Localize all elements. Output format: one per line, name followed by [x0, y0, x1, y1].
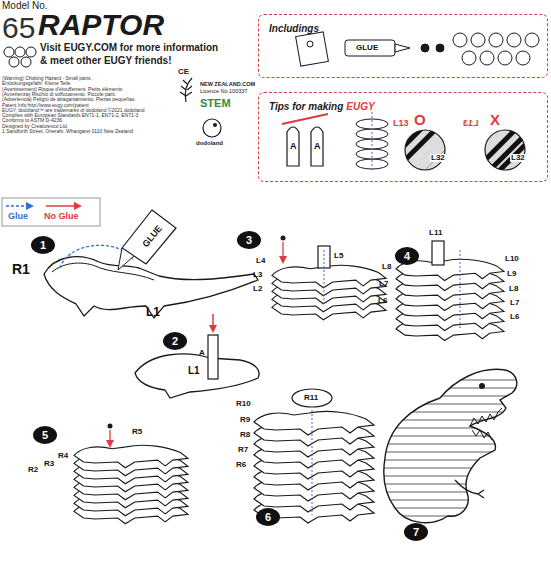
warning-text: Erstickungsgefahr: Kleine Teile: [2, 81, 70, 86]
warning-text: Conforms to ASTM D-4236: [2, 118, 62, 123]
model-text: Model No.: [2, 1, 48, 11]
dashed-panel: Includings: [258, 14, 548, 78]
part-name: R6: [236, 461, 246, 469]
part-name: L7: [510, 299, 519, 307]
part-name: L5: [334, 252, 343, 260]
bottle-label: GLUE: [356, 44, 378, 52]
step-number: 4: [395, 247, 419, 265]
step-digit: 2: [163, 332, 187, 350]
brand-logo: EUGY: [346, 101, 374, 112]
part-name: L11: [429, 229, 442, 237]
part-name: R2: [28, 466, 38, 474]
part-name: L1: [188, 366, 200, 376]
part-name: L3: [253, 271, 262, 279]
model-title: RAPTOR: [38, 10, 164, 40]
step-digit: 4: [395, 247, 419, 265]
warning-text: EUGY, dodoland™ are trademarks of dodola…: [2, 108, 145, 113]
step-number: 3: [237, 231, 261, 249]
warning-text: (Avvertenza) Rischio di soffocamento. Pi…: [2, 92, 116, 97]
step-digit: 7: [404, 523, 428, 541]
step-number: 5: [33, 426, 57, 444]
warning-text: Patent Info http://www.eugy.com/patent: [2, 103, 89, 108]
part-name: R4: [58, 452, 68, 460]
part-name: R10: [236, 400, 251, 408]
legend-text: Glue: [8, 212, 28, 221]
warning-text: (Advertencia) Peligro de atragantamiento…: [2, 97, 136, 102]
model-number: 65: [2, 13, 35, 43]
part-name: L6: [378, 297, 387, 305]
warning-text: Designed by Creaturesco Ltd.: [2, 124, 68, 129]
legend-text: No Glue: [44, 212, 79, 221]
step-number: 7: [404, 523, 428, 541]
warning-text: Complies with European Standards EN71-1,…: [2, 113, 138, 118]
ok-mark: O: [414, 112, 426, 127]
ce-mark: CE: [178, 68, 189, 76]
brand-text: dodoland: [196, 140, 223, 146]
panel-heading: Includings: [269, 18, 319, 36]
web-note: Visit EUGY.COM for more information: [40, 43, 218, 53]
step-digit: 3: [237, 231, 261, 249]
part-name: R5: [132, 428, 142, 436]
part-name: L2: [253, 285, 262, 293]
licence-text: NEW ZEALAND.COM: [200, 82, 255, 88]
part-name: L10: [505, 255, 519, 263]
step-digit: 5: [33, 426, 57, 444]
web-note: & meet other EUGY friends!: [40, 56, 172, 66]
part-name: R3: [44, 460, 54, 468]
step-number: 2: [163, 332, 187, 350]
part-name: A: [199, 349, 205, 357]
part-name: L7: [379, 280, 388, 288]
part-name: A: [314, 142, 321, 151]
heading-text: Tips for making: [269, 101, 343, 112]
heading-text: Includings: [269, 23, 319, 34]
part-name: R7: [238, 446, 248, 454]
panel-heading: Tips for makingEUGY: [269, 96, 375, 114]
step-number: 6: [256, 508, 280, 526]
part-name: L6: [510, 313, 519, 321]
part-name: R8: [240, 431, 250, 439]
warning-text: (Warning) Choking Hazard - Small parts.: [2, 76, 92, 81]
step-digit: 6: [256, 508, 280, 526]
part-name: L9: [507, 270, 516, 278]
part-name: R11: [304, 394, 318, 402]
wrong-mark: X: [490, 112, 500, 127]
warning-text: (Avertissement) Risque d'étouffement. Pe…: [2, 87, 122, 92]
dashed-panel: Tips for makingEUGY: [258, 92, 548, 182]
part-name: R9: [240, 416, 250, 424]
warning-text: 1 Sandforth Street, Onerahi, Whangarei 0…: [2, 129, 133, 134]
part-name: R1: [12, 262, 30, 276]
part-name: L13: [393, 119, 409, 128]
part-name: L4: [256, 257, 265, 265]
part-name: L1: [146, 306, 160, 318]
part-name: L8: [509, 285, 518, 293]
part-name: L8: [382, 263, 391, 271]
licence-text: Licence No.100337: [200, 89, 247, 95]
part-name: A: [290, 142, 297, 151]
part-name: L32: [510, 154, 526, 162]
part-name: L13: [463, 119, 479, 128]
step-digit: 1: [31, 236, 55, 254]
step-number: 1: [31, 236, 55, 254]
part-name: L32: [430, 154, 446, 162]
stem-logo: STEM: [200, 98, 231, 109]
